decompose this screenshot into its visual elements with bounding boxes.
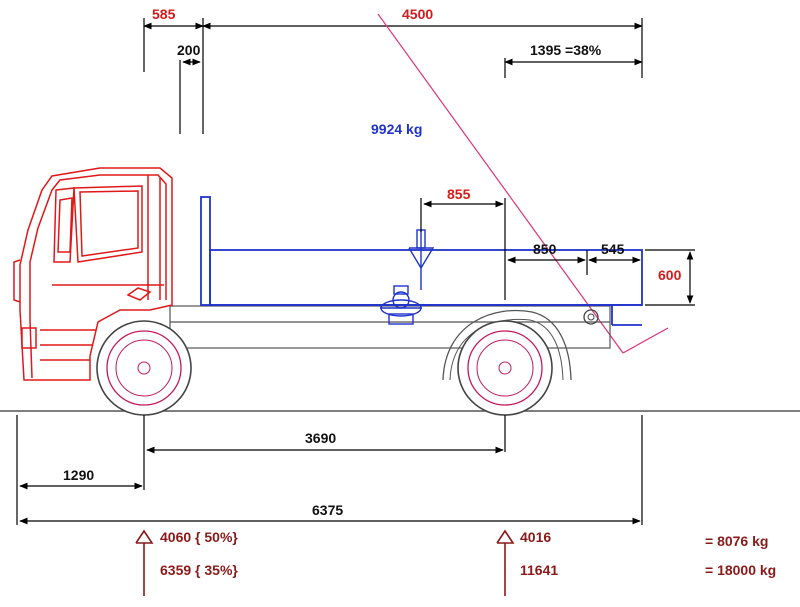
body-dimensions bbox=[420, 198, 695, 306]
dim-1290-label: 1290 bbox=[63, 467, 94, 483]
dim-855-label: 855 bbox=[447, 186, 471, 202]
rear-axle-loaded-label: 11641 bbox=[520, 562, 558, 578]
rear-axle-empty-label: 4016 bbox=[520, 529, 551, 545]
dim-6375-label: 6375 bbox=[312, 502, 343, 518]
rear-light bbox=[583, 309, 599, 325]
dim-3690-label: 3690 bbox=[305, 430, 336, 446]
total-loaded-label: = 18000 kg bbox=[705, 562, 776, 578]
dim-4500-label: 4500 bbox=[402, 6, 433, 22]
load-weight-label: 9924 kg bbox=[371, 121, 422, 137]
coupling-device bbox=[380, 285, 422, 325]
dim-545-label: 545 bbox=[601, 241, 625, 257]
truck-cab bbox=[13, 167, 173, 381]
cargo-body bbox=[200, 196, 643, 326]
rear-wheel bbox=[442, 309, 572, 416]
total-empty-label: = 8076 kg bbox=[705, 533, 768, 549]
dim-1395-label: 1395 =38% bbox=[530, 42, 602, 58]
front-axle-arrow bbox=[135, 529, 154, 596]
load-arrow bbox=[408, 229, 435, 290]
cg-diagonal-tail bbox=[622, 327, 669, 354]
cg-diagonal bbox=[377, 13, 624, 354]
rear-axle-arrow bbox=[496, 529, 515, 596]
dim-600-label: 600 bbox=[658, 267, 682, 283]
dim-585-label: 585 bbox=[152, 6, 176, 22]
dim-850-label: 850 bbox=[533, 241, 557, 257]
front-axle-empty-label: 4060 { 50%} bbox=[160, 529, 238, 545]
front-wheel bbox=[96, 320, 192, 416]
top-dimensions bbox=[143, 18, 643, 134]
dim-200-label: 200 bbox=[177, 42, 201, 58]
front-axle-loaded-label: 6359 { 35%} bbox=[160, 562, 238, 578]
bottom-dimensions bbox=[16, 415, 643, 525]
